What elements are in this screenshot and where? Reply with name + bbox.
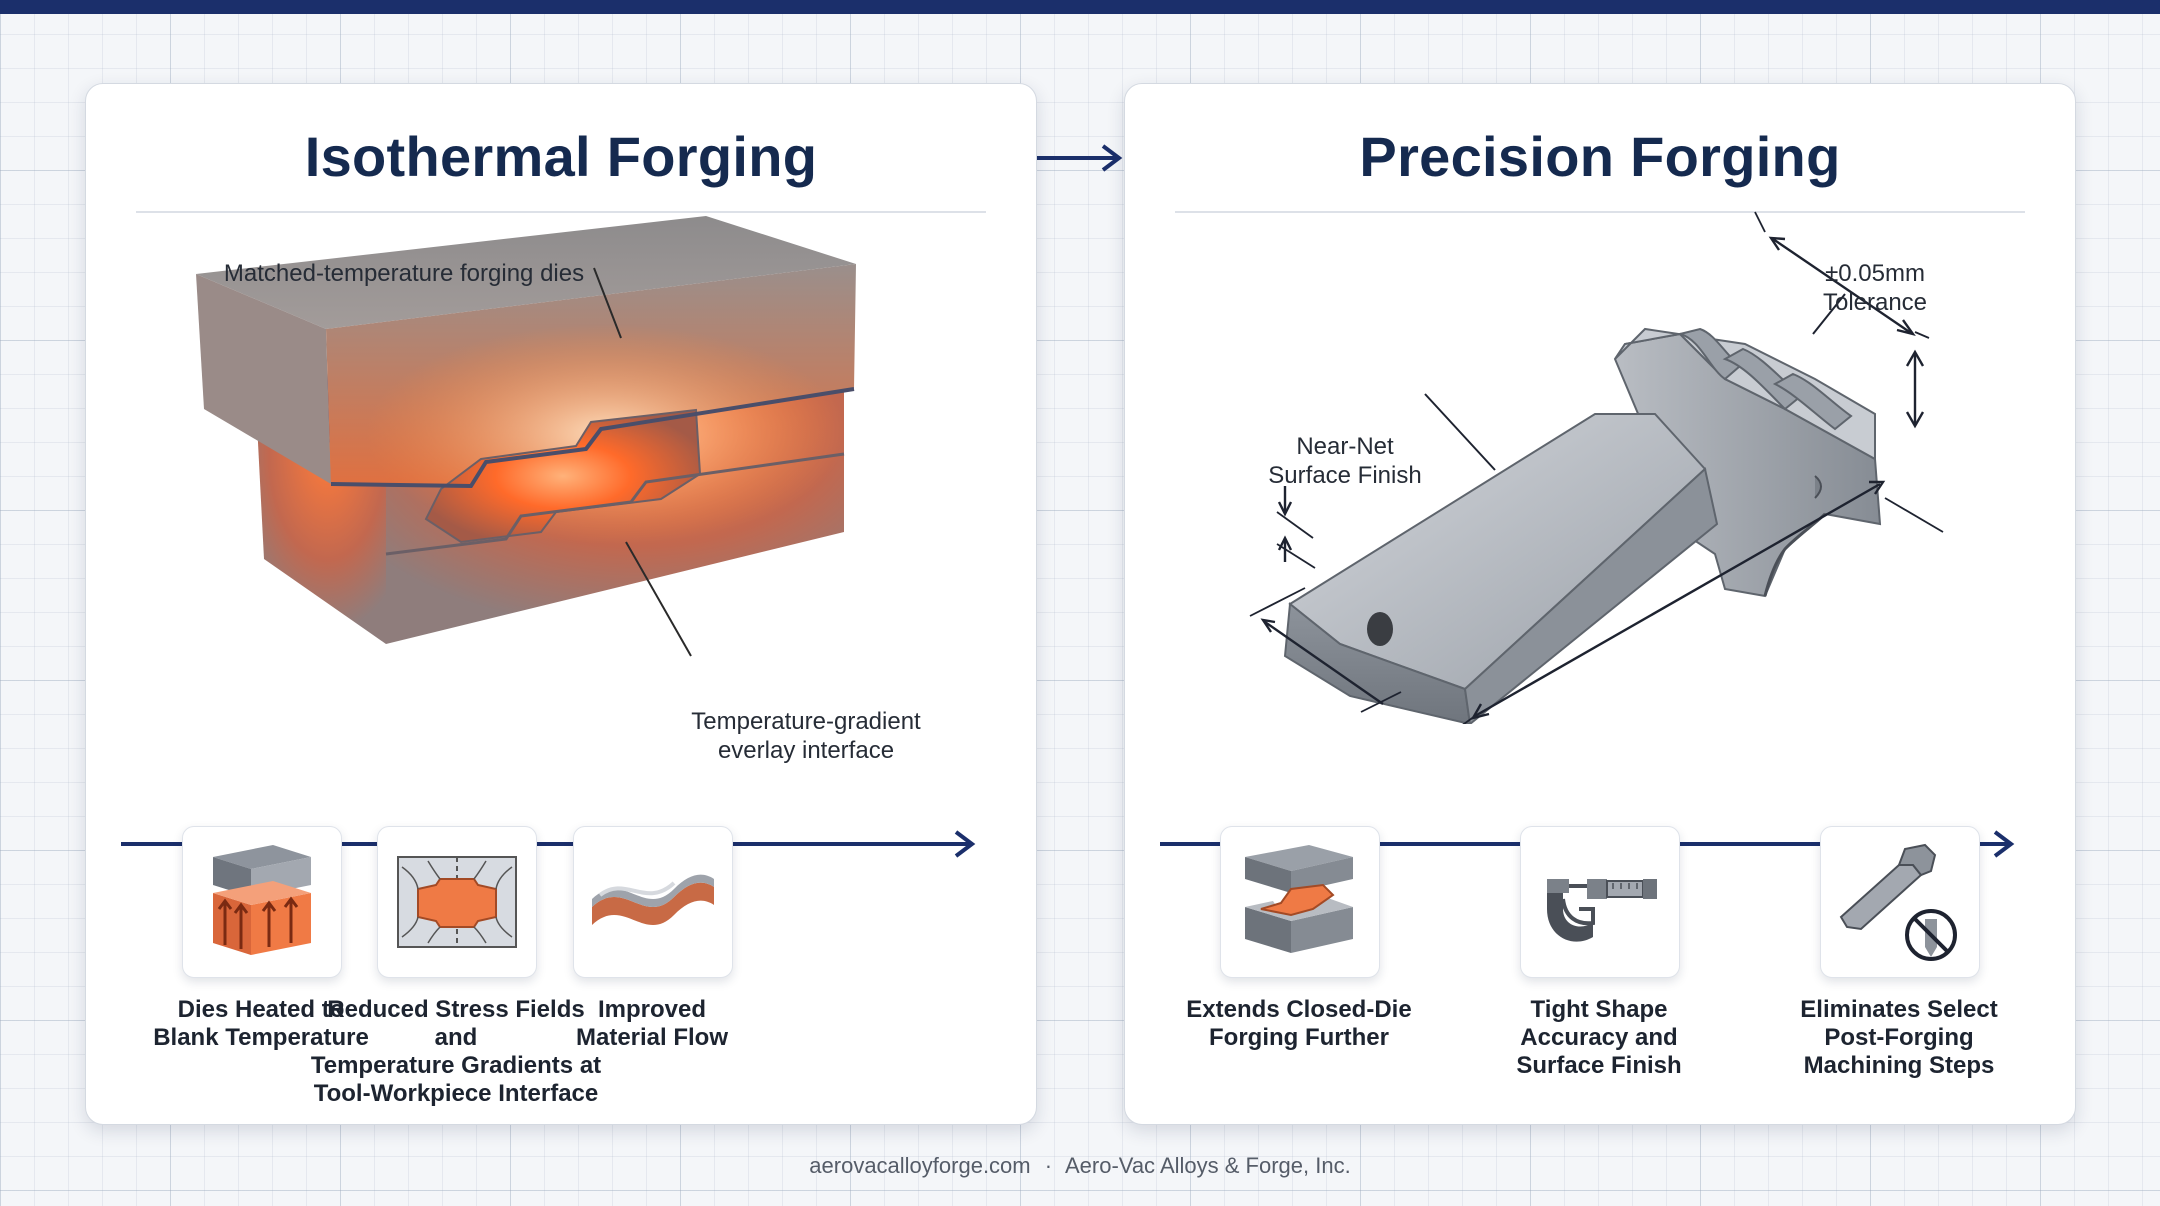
cooling-hole (1367, 612, 1393, 646)
panel-connector-arrow-icon (1037, 144, 1123, 172)
step4-label: Extends Closed-Die Forging Further (1186, 996, 1412, 1051)
step3-label: Improved Material Flow (575, 996, 729, 1051)
micrometer-icon (1547, 879, 1657, 942)
step-closed-die (1220, 826, 1380, 978)
footer-company: Aero-Vac Alloys & Forge, Inc. (1064, 1153, 1351, 1178)
top-accent-bar (0, 0, 2160, 14)
finish-callout-leader (1424, 393, 1496, 471)
step-material-flow (573, 826, 733, 978)
hot-workpiece (424, 408, 702, 544)
airfoil-side (1283, 602, 1472, 724)
closed-die-icon (1245, 845, 1353, 953)
step1-label: Dies Heated to Blank Temperature (153, 996, 369, 1051)
finish-callout: Near-Net Surface Finish (1268, 433, 1422, 489)
step-no-machining (1820, 826, 1980, 978)
tolerance-callout-leader (1812, 293, 1846, 335)
title-divider-right (1175, 211, 2025, 213)
heated-dies-icon (213, 845, 311, 955)
gradient-callout: Temperature-gradient everlay interface (691, 708, 921, 764)
footer-separator: · (1044, 1153, 1053, 1178)
isothermal-forging-panel: Isothermal Forging (85, 83, 1037, 1125)
step5-label: Tight Shape Accuracy and Surface Finish (1516, 996, 1682, 1079)
tolerance-callout: ±0.05mm Tolerance (1822, 260, 1928, 316)
precision-forging-panel: Precision Forging (1124, 83, 2076, 1125)
forging-dies-illustration (196, 216, 856, 657)
title-divider (136, 211, 986, 213)
dies-callout: Matched-temperature forging dies (223, 260, 585, 287)
stress-field-icon (397, 856, 517, 948)
material-flow-icon (592, 874, 714, 925)
step2-label: Reduced Stress Fields and Temperature Gr… (310, 996, 602, 1107)
step-micrometer (1520, 826, 1680, 978)
step-heated-dies (182, 826, 342, 978)
step6-label: Eliminates Select Post-Forging Machining… (1800, 996, 1998, 1079)
gradient-callout-leader (625, 541, 692, 657)
footer-site-link[interactable]: aerovacalloyforge.com (809, 1153, 1031, 1178)
step-reduced-stress (377, 826, 537, 978)
precision-title: Precision Forging (1359, 125, 1841, 188)
dies-callout-leader (593, 267, 622, 339)
turbine-blade-illustration (1249, 211, 1944, 724)
footer: aerovacalloyforge.com · Aero-Vac Alloys … (0, 1153, 2160, 1179)
upper-die-top (196, 216, 856, 329)
no-machining-icon (1839, 843, 1957, 961)
upper-die-side (196, 274, 331, 484)
isothermal-title: Isothermal Forging (304, 125, 818, 188)
